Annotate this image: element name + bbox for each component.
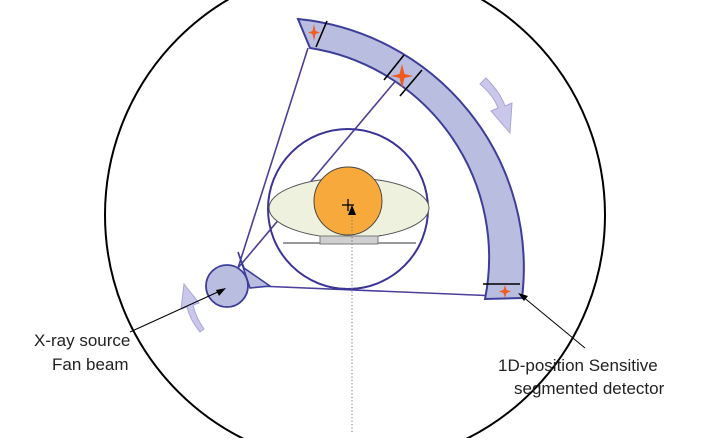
detector-segments	[315, 20, 520, 285]
fan-beam-upper-edge	[237, 47, 309, 269]
detector-segment-line	[383, 54, 405, 81]
star-marker-icon	[308, 24, 320, 41]
support-block	[319, 235, 379, 245]
axis-arrowhead-icon	[348, 205, 356, 215]
detector-label-line2: segmented detector	[514, 379, 665, 398]
fan-beam-lower-edge	[257, 285, 499, 297]
detector-segment-line	[315, 20, 328, 48]
star-marker-icon	[391, 64, 413, 88]
xray-source-circle	[205, 264, 249, 308]
fan-beam-center-ray	[237, 77, 399, 269]
curved-arrow-icon	[180, 282, 205, 333]
source-pointer	[129, 288, 226, 333]
source-label-line2: Fan beam	[52, 355, 129, 374]
gantry-circle	[104, 0, 606, 443]
detector-segment-line	[399, 69, 423, 97]
source-pointer-arrowhead-icon	[216, 288, 226, 296]
star-marker-icon	[499, 285, 511, 298]
fan-beam	[237, 47, 499, 297]
detector-label-line1: 1D-position Sensitive	[498, 356, 658, 375]
detector-pointer	[518, 293, 586, 349]
curved-arrow-icon	[479, 77, 513, 135]
detector-pointer-arrowhead-icon	[518, 293, 528, 301]
source-label-line1: X-ray source	[34, 331, 130, 350]
